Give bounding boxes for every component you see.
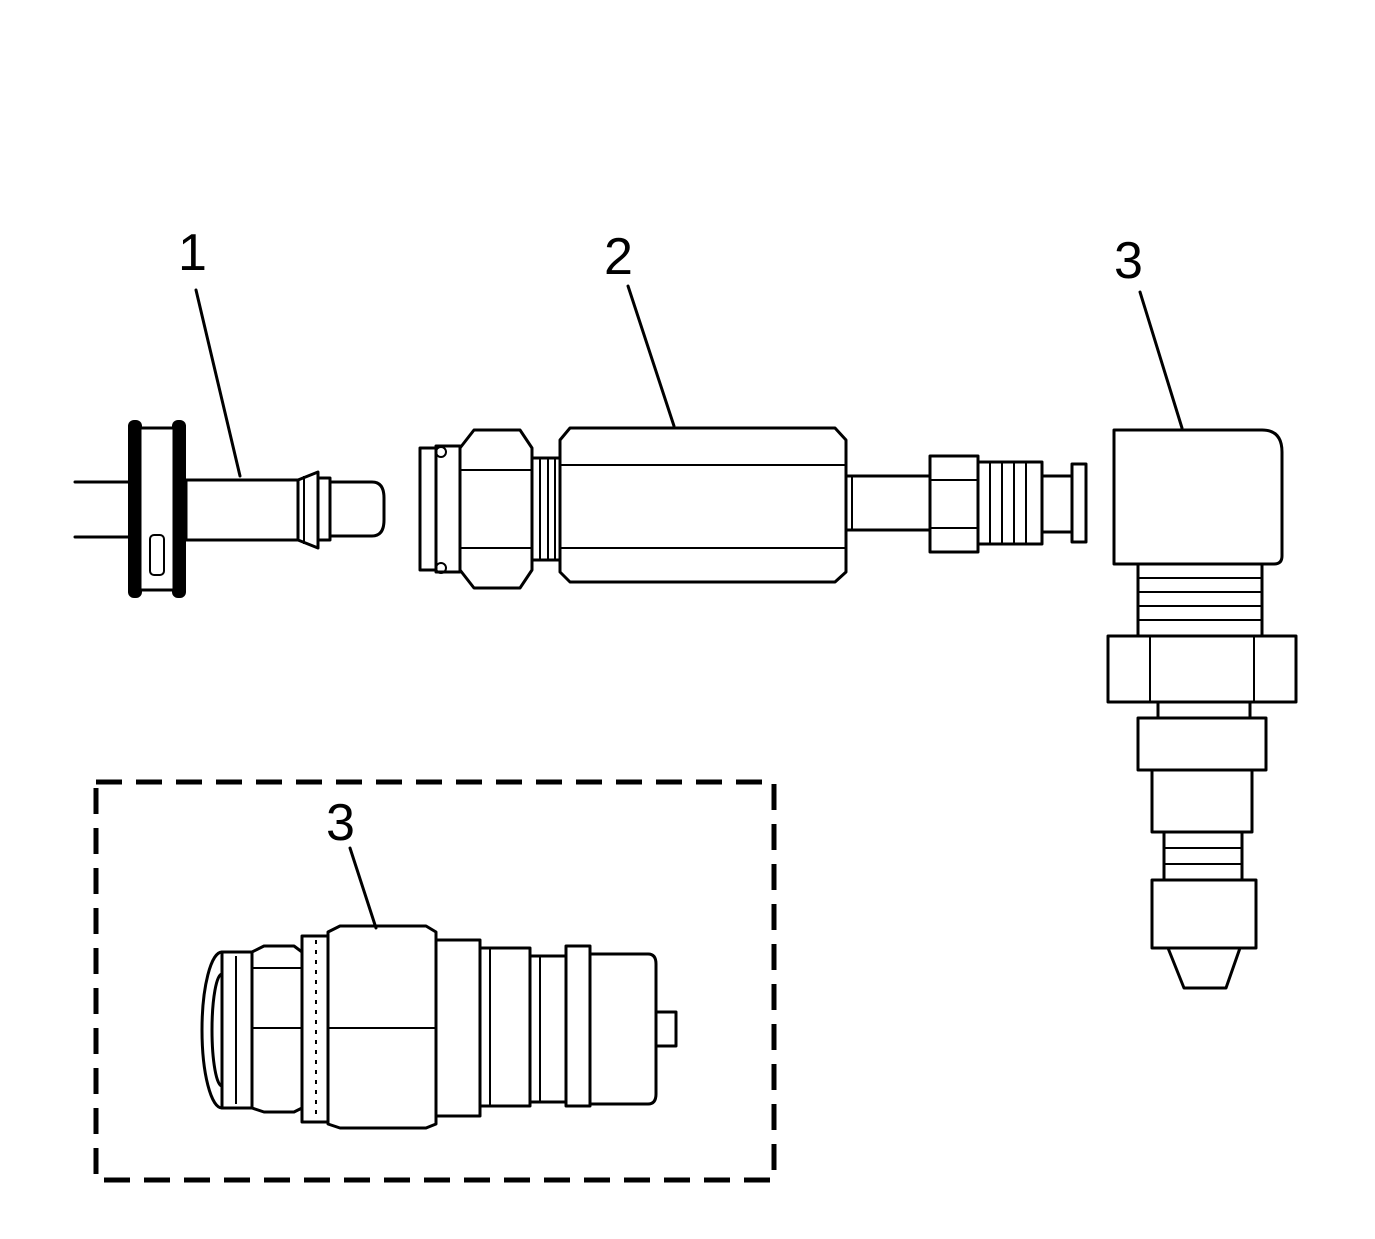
callout-2: 2 <box>604 228 676 428</box>
part-3-elbow-fitting <box>1106 428 1298 990</box>
callout-1-label: 1 <box>178 224 207 282</box>
part-1-fuel-line <box>73 420 386 598</box>
callout-1: 1 <box>178 224 242 478</box>
callout-3-detail: 3 <box>326 794 378 930</box>
detail-dashed-frame <box>93 779 777 1183</box>
detail-inset <box>93 779 777 1183</box>
callout-3-label: 3 <box>1114 232 1143 290</box>
part-2-adapter <box>418 426 1088 590</box>
callout-3-detail-label: 3 <box>326 794 355 852</box>
callout-2-label: 2 <box>604 228 633 286</box>
detail-quick-connect-fitting <box>200 924 678 1130</box>
callout-3: 3 <box>1114 232 1184 430</box>
